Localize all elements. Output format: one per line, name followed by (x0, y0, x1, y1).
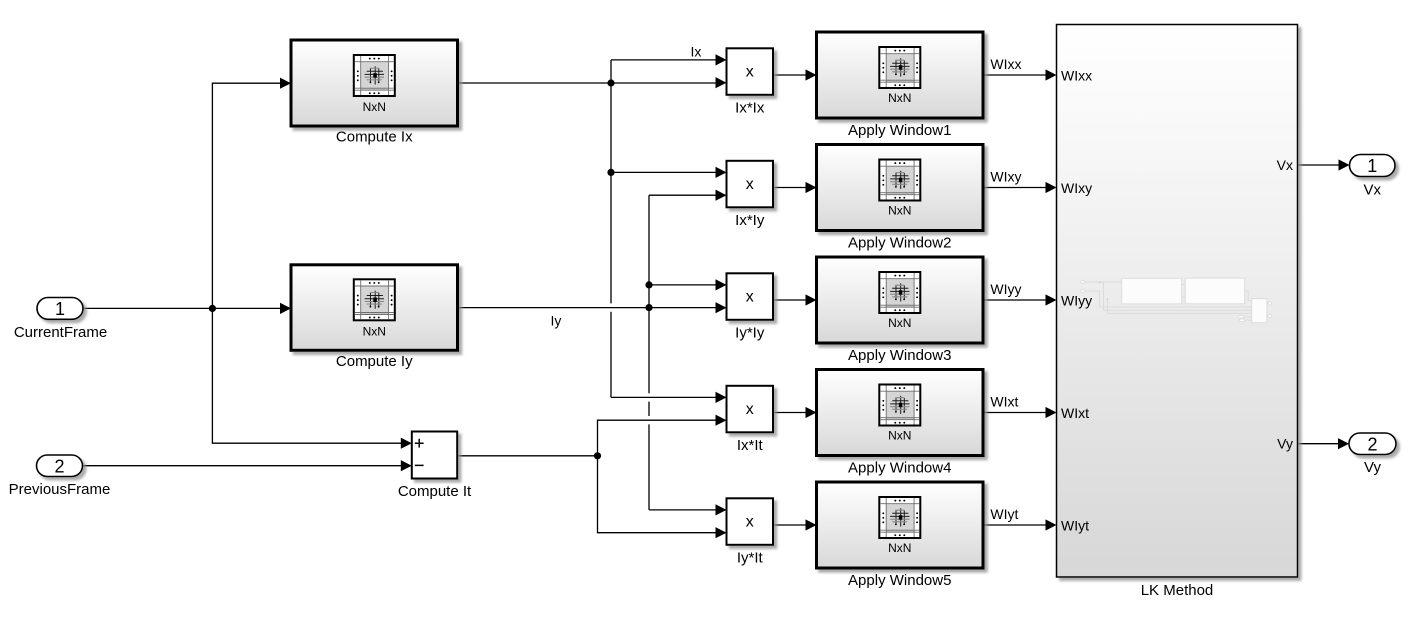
svg-text:Apply Window1: Apply Window1 (848, 122, 951, 139)
svg-text:Apply Window4: Apply Window4 (848, 460, 951, 477)
svg-text:Vx: Vx (1364, 182, 1382, 199)
svg-text:Compute It: Compute It (398, 483, 472, 500)
svg-text:Ix*It: Ix*It (737, 437, 764, 454)
svg-text:Iy: Iy (551, 313, 562, 329)
svg-text:x: x (746, 514, 754, 531)
svg-text:WIxy: WIxy (990, 169, 1021, 185)
svg-text:Ix*Ix: Ix*Ix (735, 99, 765, 116)
svg-text:1: 1 (1367, 156, 1377, 176)
svg-text:Iy*It: Iy*It (737, 549, 764, 566)
svg-text:NxN: NxN (363, 324, 386, 338)
svg-text:NxN: NxN (363, 100, 386, 114)
svg-text:Apply Window5: Apply Window5 (848, 572, 951, 589)
svg-text:1: 1 (55, 299, 65, 319)
svg-text:Vx: Vx (1277, 157, 1293, 173)
svg-text:Compute Iy: Compute Iy (336, 353, 413, 370)
svg-text:Vy: Vy (1364, 459, 1381, 476)
svg-text:NxN: NxN (888, 429, 911, 443)
svg-text:WIxy: WIxy (1061, 180, 1092, 196)
svg-text:Ix: Ix (691, 44, 702, 60)
svg-text:LK Method: LK Method (1141, 582, 1214, 599)
svg-text:Iy*Iy: Iy*Iy (735, 324, 765, 341)
svg-text:CurrentFrame: CurrentFrame (14, 324, 107, 341)
svg-text:WIyy: WIyy (1061, 292, 1092, 308)
svg-text:WIxx: WIxx (1061, 67, 1092, 83)
svg-text:2: 2 (54, 456, 64, 476)
svg-text:Ix*Iy: Ix*Iy (735, 212, 765, 229)
svg-text:Compute Ix: Compute Ix (336, 129, 413, 146)
svg-text:x: x (746, 64, 754, 81)
svg-text:WIyy: WIyy (990, 281, 1021, 297)
svg-text:NxN: NxN (888, 541, 911, 555)
svg-text:x: x (746, 401, 754, 418)
svg-text:WIxt: WIxt (990, 394, 1018, 410)
svg-text:Vy: Vy (1277, 436, 1293, 452)
svg-text:WIyt: WIyt (1061, 517, 1089, 533)
svg-text:x: x (746, 176, 754, 193)
svg-text:NxN: NxN (888, 91, 911, 105)
svg-text:x: x (746, 289, 754, 306)
svg-text:Apply Window2: Apply Window2 (848, 235, 951, 252)
svg-text:Apply Window3: Apply Window3 (848, 347, 951, 364)
svg-text:WIxt: WIxt (1061, 405, 1089, 421)
svg-text:NxN: NxN (888, 204, 911, 218)
svg-text:NxN: NxN (888, 316, 911, 330)
svg-text:PreviousFrame: PreviousFrame (9, 481, 111, 498)
svg-text:WIxx: WIxx (990, 56, 1021, 72)
svg-text:WIyt: WIyt (990, 506, 1018, 522)
svg-text:2: 2 (1367, 434, 1377, 454)
